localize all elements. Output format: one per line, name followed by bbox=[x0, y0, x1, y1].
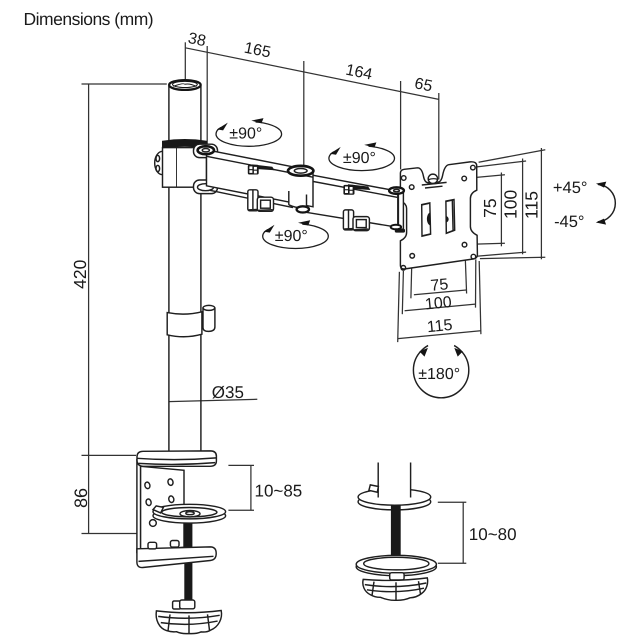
svg-text:+45°: +45° bbox=[553, 179, 588, 197]
svg-text:±90°: ±90° bbox=[343, 150, 376, 167]
svg-text:±90°: ±90° bbox=[229, 126, 262, 143]
svg-text:164: 164 bbox=[344, 62, 374, 84]
svg-text:Dimensions (mm): Dimensions (mm) bbox=[24, 9, 154, 29]
svg-text:420: 420 bbox=[70, 259, 90, 288]
svg-text:75: 75 bbox=[430, 276, 449, 295]
svg-text:65: 65 bbox=[413, 75, 434, 95]
svg-text:38: 38 bbox=[186, 30, 207, 50]
svg-text:100: 100 bbox=[424, 294, 452, 313]
svg-text:86: 86 bbox=[71, 488, 91, 508]
svg-text:115: 115 bbox=[426, 317, 453, 336]
svg-text:±180°: ±180° bbox=[418, 366, 460, 383]
svg-text:115: 115 bbox=[522, 191, 542, 219]
svg-text:-45°: -45° bbox=[554, 213, 584, 231]
svg-text:100: 100 bbox=[501, 190, 521, 219]
svg-text:10~85: 10~85 bbox=[255, 481, 303, 500]
svg-text:10~80: 10~80 bbox=[469, 525, 517, 544]
svg-text:165: 165 bbox=[243, 40, 273, 62]
svg-text:Ø35: Ø35 bbox=[212, 383, 244, 402]
svg-text:75: 75 bbox=[480, 198, 500, 217]
svg-text:±90°: ±90° bbox=[275, 228, 308, 245]
